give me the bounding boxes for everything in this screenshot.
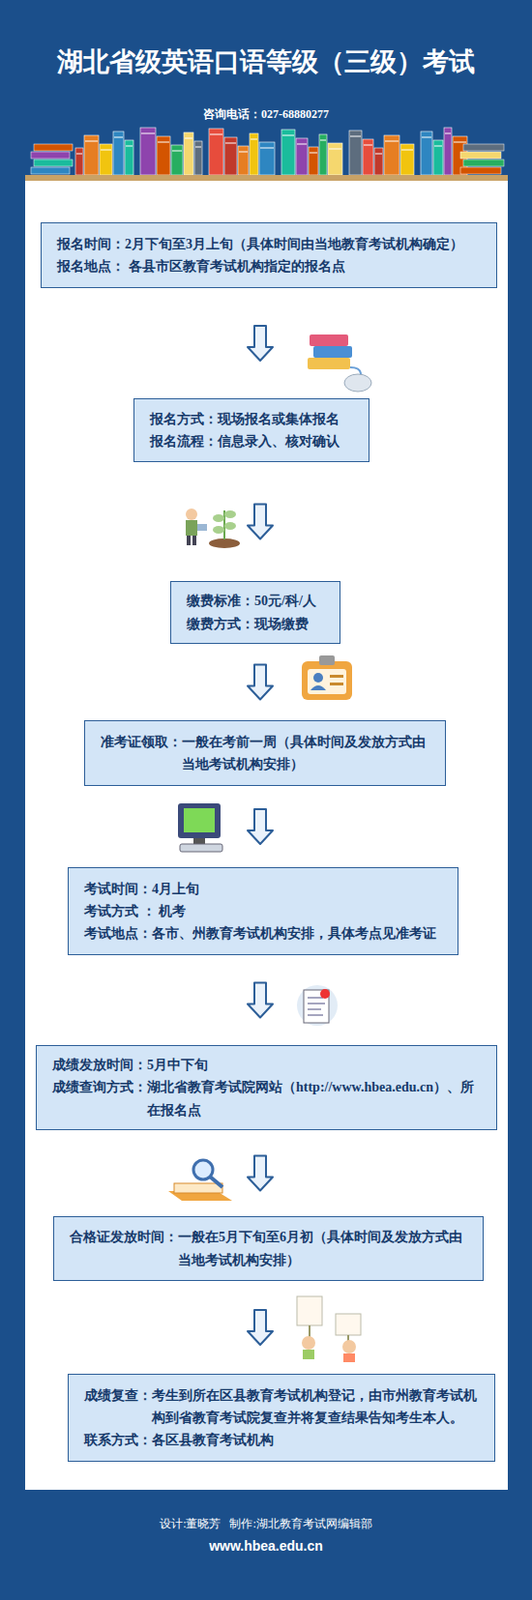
flow-arrow bbox=[247, 1156, 273, 1192]
step-text: 考试方式 ： 机考 bbox=[84, 900, 443, 923]
flow-arrow bbox=[247, 809, 273, 845]
process-box: 缴费标准：50元/科/人缴费方式：现场缴费 bbox=[170, 581, 341, 645]
flow-arrow bbox=[247, 325, 273, 361]
step-text: 合格证发放时间：一般在5月下旬至6月初（具体时间及发放方式由当地考试机构安排） bbox=[69, 1226, 468, 1271]
process-box: 报名方式：现场报名或集体报名报名流程：信息录入、核对确认 bbox=[133, 398, 370, 463]
process-box: 成绩发放时间：5月中下旬成绩查询方式：湖北省教育考试院网站（http://www… bbox=[35, 1045, 498, 1131]
step-text: 报名地点： 各县市区教育考试机构指定的报名点 bbox=[57, 255, 481, 278]
step-text: 缴费方式：现场缴费 bbox=[186, 613, 325, 636]
bookshelf bbox=[30, 127, 504, 176]
poster-title: 湖北省级英语口语等级（三级）考试 bbox=[0, 44, 532, 80]
step-text: 成绩复查：考生到所在区县教育考试机构登记，由市州教育考试机构到省教育考试院复查并… bbox=[84, 1385, 479, 1430]
flow-arrow bbox=[247, 665, 273, 701]
flow-arrow bbox=[247, 983, 273, 1019]
process-box: 成绩复查：考生到所在区县教育考试机构登记，由市州教育考试机构到省教育考试院复查并… bbox=[67, 1374, 496, 1463]
step-text: 准考证领取：一般在考前一周（具体时间及发放方式由当地考试机构安排） bbox=[100, 731, 430, 776]
white-panel bbox=[25, 178, 508, 1491]
website-url: www.hbea.edu.cn bbox=[0, 1538, 532, 1555]
process-box: 准考证领取：一般在考前一周（具体时间及发放方式由当地考试机构安排） bbox=[84, 720, 446, 787]
process-box: 考试时间：4月上旬考试方式 ： 机考考试地点：各市、州教育考试机构安排，具体考点… bbox=[67, 867, 459, 956]
step-text: 成绩查询方式：湖北省教育考试院网站（http://www.hbea.edu.cn… bbox=[52, 1076, 481, 1122]
step-text: 报名时间：2月下旬至3月上旬（具体时间由当地教育考试机构确定） bbox=[57, 233, 481, 256]
books-icon bbox=[307, 334, 372, 392]
step-text: 考试地点：各市、州教育考试机构安排，具体考点见准考证 bbox=[84, 922, 443, 946]
step-text: 成绩发放时间：5月中下旬 bbox=[52, 1054, 481, 1077]
process-box: 报名时间：2月下旬至3月上旬（具体时间由当地教育考试机构确定）报名地点： 各县市… bbox=[40, 222, 498, 289]
computer-icon bbox=[177, 803, 223, 853]
step-text: 报名方式：现场报名或集体报名 bbox=[149, 408, 354, 431]
kids-signs-icon bbox=[296, 1297, 361, 1363]
id-card-icon bbox=[301, 655, 353, 701]
flow-arrow bbox=[247, 504, 273, 540]
shelf bbox=[25, 175, 508, 181]
step-text: 考试时间：4月上旬 bbox=[84, 878, 443, 901]
process-box: 合格证发放时间：一般在5月下旬至6月初（具体时间及发放方式由当地考试机构安排） bbox=[53, 1216, 484, 1282]
step-text: 报名流程：信息录入、核对确认 bbox=[149, 430, 354, 453]
step-text: 缴费标准：50元/科/人 bbox=[186, 590, 325, 613]
magnifier-icon bbox=[168, 1160, 233, 1202]
credits: 设计:董晓芳 制作:湖北教育考试网编辑部 bbox=[0, 1516, 532, 1534]
step-text: 联系方式：各区县教育考试机构 bbox=[84, 1429, 479, 1452]
phone-number: 咨询电话：027-68880277 bbox=[0, 106, 532, 123]
flow-arrow bbox=[247, 1310, 273, 1346]
exam-paper-icon bbox=[296, 985, 338, 1027]
watering-icon bbox=[185, 508, 240, 549]
